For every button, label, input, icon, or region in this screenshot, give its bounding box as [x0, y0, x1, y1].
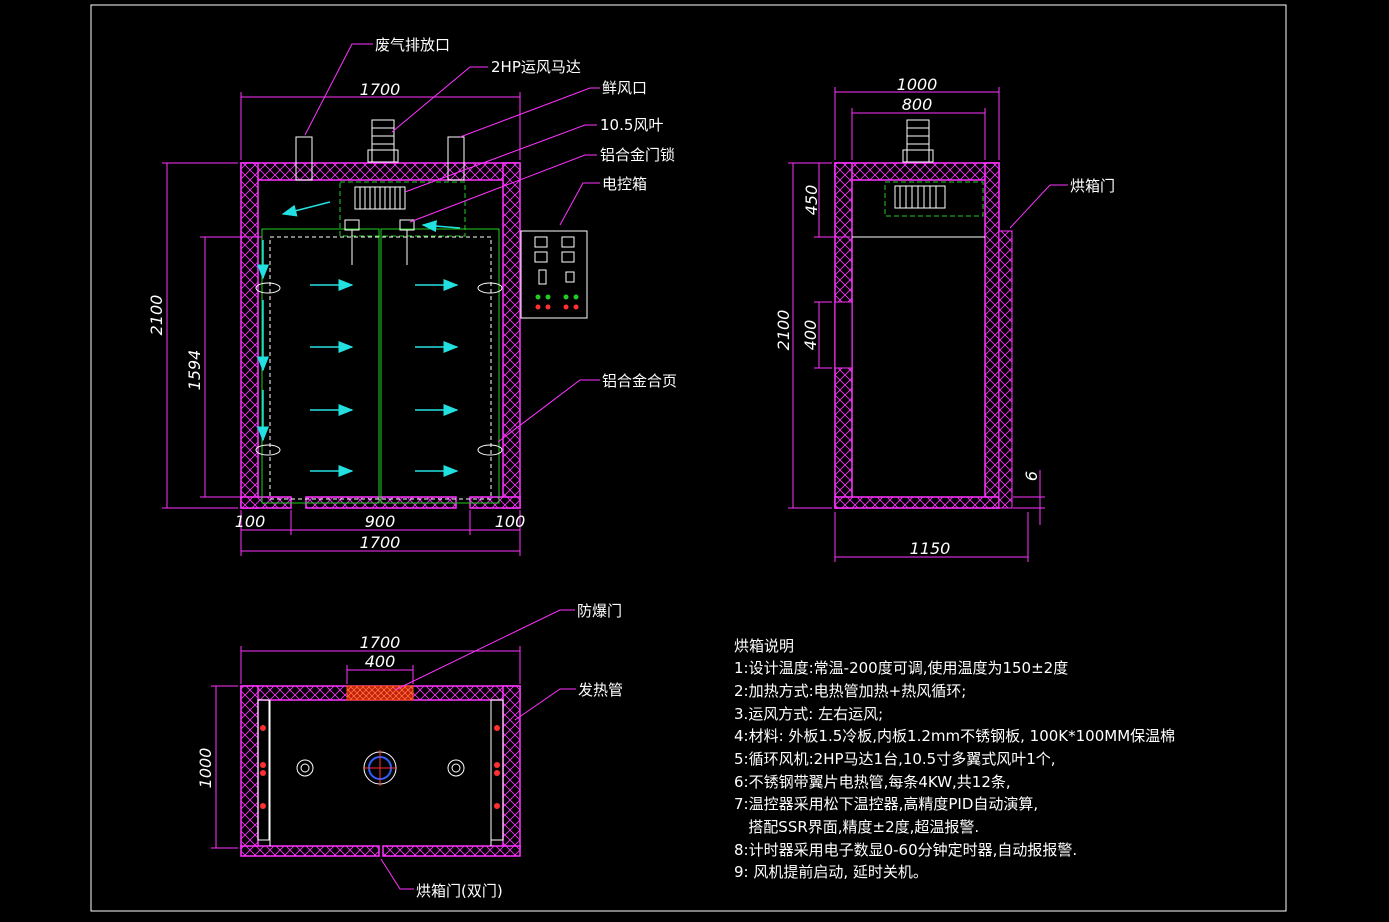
indicator-lights [535, 294, 579, 310]
note-line: 搭配SSR界面,精度±2度,超温报警. [734, 818, 979, 836]
label-motor: 2HP运风马达 [491, 58, 581, 76]
plan-right-door [382, 845, 521, 857]
fresh-air-port [447, 136, 465, 181]
note-line: 7:温控器采用松下温控器,高精度PID自动演算, [734, 795, 1038, 813]
notes-title: 烘箱说明 [734, 637, 794, 655]
dim-side-top: 450 [802, 185, 821, 216]
dim-side-inner: 800 [902, 95, 933, 114]
plan-left-duct [257, 699, 270, 841]
side-window [834, 301, 853, 369]
plan-right-wall [502, 685, 521, 849]
note-line: 8:计时器采用电子数显0-60分钟定时器,自动报报警. [734, 841, 1077, 859]
side-view: 1000 800 450 2100 400 6 1150 烘箱门 [774, 75, 1115, 562]
dim-front-bottom-left: 100 [235, 512, 266, 531]
label-door-lock: 铝合金门锁 [600, 146, 675, 164]
plan-left-wall [240, 685, 259, 849]
note-line: 1:设计温度:常温-200度可调,使用温度为150±2度 [734, 659, 1068, 677]
dim-front-inner: 1594 [185, 350, 204, 391]
front-top-wall [240, 162, 521, 181]
airflow-arrows [257, 201, 461, 477]
label-oven-door-side: 烘箱门 [1070, 177, 1115, 195]
side-base [834, 496, 1000, 509]
side-fan-housing [884, 181, 984, 217]
front-view: 1700 2100 1594 100 900 100 1700 废气排放口 2H… [147, 36, 677, 556]
note-line: 9: 风机提前启动, 延时关机。 [734, 863, 928, 881]
motor [367, 119, 399, 163]
control-panel [534, 236, 575, 285]
dim-front-height: 2100 [147, 295, 166, 336]
side-fan-wheel [894, 185, 946, 209]
notes: 烘箱说明 1:设计温度:常温-200度可调,使用温度为150±2度 2:加热方式… [734, 637, 1175, 881]
fan-housing [339, 181, 466, 237]
right-door [380, 228, 500, 504]
label-exhaust: 废气排放口 [375, 36, 450, 54]
inner-chamber [269, 236, 492, 500]
label-oven-door-double: 烘箱门(双门) [416, 882, 503, 900]
dim-front-top: 1700 [360, 80, 401, 99]
heater-dots [260, 725, 500, 809]
blast-door [346, 685, 414, 701]
label-heating-tube: 发热管 [578, 681, 623, 699]
dim-plan-door: 400 [365, 652, 396, 671]
side-door [998, 230, 1013, 509]
plan-view: 1700 400 1000 防爆门 发热管 烘箱门(双门) [196, 602, 623, 900]
dim-front-bottom-right: 100 [495, 512, 526, 531]
dim-front-bottom-mid: 900 [365, 512, 396, 531]
dim-side-height: 2100 [774, 310, 793, 351]
label-fan: 10.5风叶 [600, 116, 663, 134]
front-right-wall [502, 162, 521, 509]
note-line: 3.运风方式: 左右运风; [734, 705, 883, 723]
left-door [261, 228, 380, 504]
control-box [520, 230, 588, 319]
dim-plan-depth: 1000 [196, 748, 215, 789]
note-line: 2:加热方式:电热管加热+热风循环; [734, 682, 966, 700]
label-blast-door: 防爆门 [577, 602, 622, 620]
label-control-box: 电控箱 [602, 175, 647, 193]
door-locks [344, 219, 415, 265]
note-line: 6:不锈钢带翼片电热管,每条4KW,共12条, [734, 773, 1011, 791]
hinges [255, 282, 503, 456]
side-motor [902, 119, 934, 163]
plan-left-door [240, 845, 380, 857]
side-right-wall [984, 162, 1000, 509]
label-hinge: 铝合金合页 [602, 372, 677, 390]
front-left-wall [240, 162, 259, 509]
note-line: 4:材料: 外板1.5冷板,内板1.2mm不锈钢板, 100K*100MM保温棉 [734, 727, 1175, 745]
sheet-frame [90, 4, 1287, 912]
label-fresh-air: 鲜风口 [602, 79, 647, 97]
dim-side-window: 400 [801, 320, 820, 351]
note-line: 5:循环风机:2HP马达1台,10.5寸多翼式风叶1个, [734, 750, 1056, 768]
dim-side-gap: 6 [1022, 471, 1041, 481]
dim-side-bottom: 1150 [910, 539, 951, 558]
plan-fan [296, 750, 465, 786]
dim-front-bottom-total: 1700 [360, 533, 401, 552]
dim-plan-width: 1700 [360, 633, 401, 652]
exhaust-port [295, 136, 313, 181]
side-top-wall [834, 162, 1000, 181]
dim-side-outer: 1000 [897, 75, 938, 94]
